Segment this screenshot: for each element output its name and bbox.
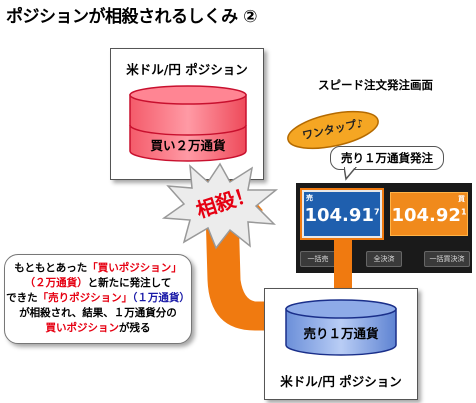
- buy-price: 104.92: [391, 205, 461, 226]
- sell-price-sup: 7: [373, 207, 380, 217]
- expl-line3a: できた: [6, 292, 38, 304]
- sell-cylinder-text: 売り１万通貨: [303, 326, 379, 341]
- expl-line4: が相殺され、結果、１万通貨分の: [19, 307, 177, 319]
- explanation-callout: もともとあった「買いポジション」 （２万通貨）と新たに発注して できた「売りポジ…: [4, 254, 192, 344]
- sell-price-button[interactable]: 売 104.917: [302, 190, 382, 238]
- sell-position-cylinder: [285, 299, 397, 356]
- expl-line2b: と新たに発注して: [87, 277, 172, 289]
- expl-buy-position: 「買いポジション」: [87, 262, 182, 274]
- sell-tag: 売: [306, 194, 313, 202]
- expl-sell-position: 「売りポジション」: [37, 292, 133, 304]
- buy-price-sup: 1: [460, 207, 467, 217]
- page-title: ポジションが相殺されるしくみ ②: [6, 7, 258, 27]
- bottom-box-label: 米ドル/円 ポジション: [280, 374, 402, 389]
- expl-line5b: が残る: [119, 322, 151, 334]
- top-position-box: 米ドル/円 ポジション 買い２万通貨: [110, 48, 264, 180]
- expl-line1a: もともとあった: [14, 262, 88, 274]
- top-box-label: 米ドル/円 ポジション: [126, 62, 248, 77]
- buy-price-button[interactable]: 買 104.921: [390, 192, 468, 236]
- sell-price: 104.91: [304, 205, 374, 226]
- balloon-tail: [344, 167, 357, 181]
- offset-burst: [161, 162, 279, 250]
- buy-position-cylinder: [129, 85, 247, 162]
- bottom-position-box: 売り１万通貨 米ドル/円 ポジション: [264, 288, 418, 400]
- expl-line3c: （１万通貨）: [132, 292, 190, 304]
- expl-remaining-buy: 買いポジション: [45, 322, 120, 334]
- settle-all-button[interactable]: 全決済: [366, 251, 402, 267]
- buy-cylinder-text: 買い２万通貨: [150, 138, 226, 153]
- bulk-buy-settle-button[interactable]: 一括買決済: [424, 251, 470, 267]
- sell-order-balloon: 売り１万通貨発注: [330, 146, 444, 170]
- speed-order-title: スピード注文発注画面: [318, 78, 433, 92]
- one-tap-badge: ワンタップ♪: [282, 102, 383, 157]
- expl-line2: （２万通貨）: [24, 277, 88, 289]
- buy-tag: 買: [458, 195, 465, 203]
- speed-order-panel: 売 104.917 買 104.921 一括売 全決済 一括買決済: [296, 183, 472, 273]
